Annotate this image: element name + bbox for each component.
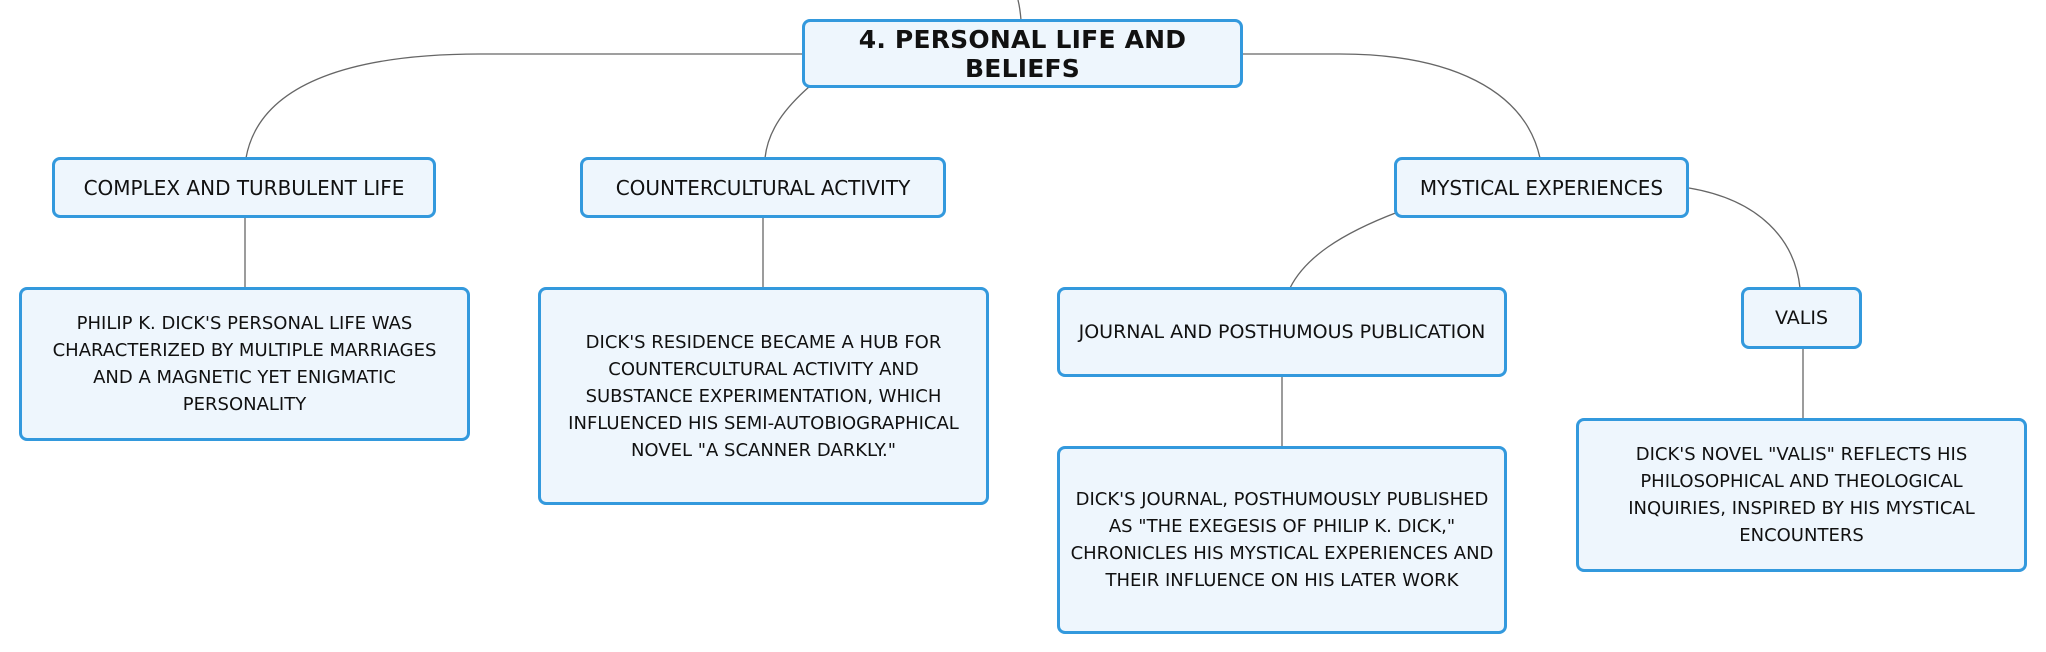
subtopic-node-valis[interactable]: VALIS — [1741, 287, 1862, 349]
detail-text-countercultural-activity: DICK'S RESIDENCE BECAME A HUB FOR COUNTE… — [568, 331, 959, 461]
detail-node-valis[interactable]: DICK'S NOVEL "VALIS" REFLECTS HIS PHILOS… — [1576, 418, 2027, 572]
connector-mystical-to-valis — [1688, 187, 1801, 289]
topic-label-mystical-experiences: MYSTICAL EXPERIENCES — [1419, 175, 1664, 200]
root-topic-node[interactable]: 4. PERSONAL LIFE AND BELIEFS — [802, 19, 1243, 88]
detail-text-valis: DICK'S NOVEL "VALIS" REFLECTS HIS PHILOS… — [1628, 444, 1975, 546]
subtopic-label-journal: JOURNAL AND POSTHUMOUS PUBLICATION — [1078, 321, 1486, 343]
topic-node-mystical-experiences[interactable]: MYSTICAL EXPERIENCES — [1394, 157, 1689, 218]
topic-node-countercultural-activity[interactable]: COUNTERCULTURAL ACTIVITY — [580, 157, 946, 218]
topic-label-countercultural-activity: COUNTERCULTURAL ACTIVITY — [615, 175, 911, 200]
connector-root-to-complex — [245, 53, 802, 159]
root-topic-label: 4. PERSONAL LIFE AND BELIEFS — [858, 24, 1187, 83]
detail-node-countercultural-activity[interactable]: DICK'S RESIDENCE BECAME A HUB FOR COUNTE… — [538, 287, 989, 505]
detail-text-journal: DICK'S JOURNAL, POSTHUMOUSLY PUBLISHED A… — [1070, 489, 1494, 591]
subtopic-label-valis: VALIS — [1774, 307, 1829, 329]
topic-label-complex-life: COMPLEX AND TURBULENT LIFE — [83, 175, 405, 200]
connector-mystical-to-journal — [1289, 211, 1399, 289]
connector-parent-to-root — [1017, 0, 1022, 21]
detail-node-complex-life[interactable]: PHILIP K. DICK'S PERSONAL LIFE WAS CHARA… — [19, 287, 470, 441]
detail-text-complex-life: PHILIP K. DICK'S PERSONAL LIFE WAS CHARA… — [52, 313, 437, 415]
connector-root-to-mystical — [1243, 53, 1541, 159]
subtopic-node-journal[interactable]: JOURNAL AND POSTHUMOUS PUBLICATION — [1057, 287, 1507, 377]
topic-node-complex-life[interactable]: COMPLEX AND TURBULENT LIFE — [52, 157, 436, 218]
connector-root-to-countercultural — [764, 85, 811, 159]
detail-node-journal[interactable]: DICK'S JOURNAL, POSTHUMOUSLY PUBLISHED A… — [1057, 446, 1507, 634]
